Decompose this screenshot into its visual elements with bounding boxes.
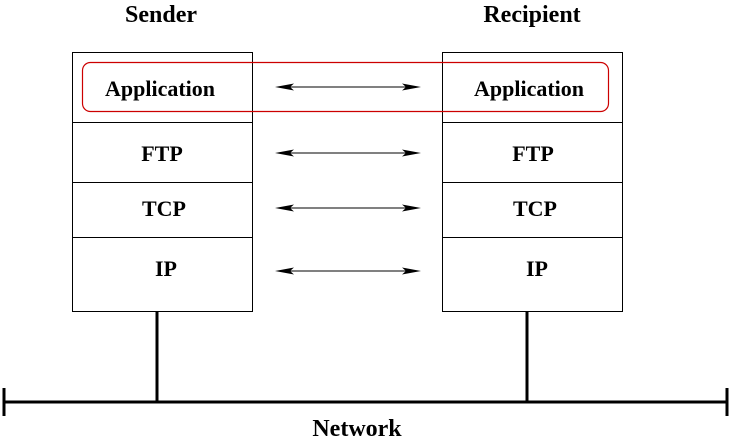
- sender-layer-ftp: FTP: [141, 141, 183, 166]
- recipient-layer-tcp: TCP: [513, 196, 557, 221]
- peer-arrow-application: [275, 83, 421, 91]
- peer-arrow-tcp: [275, 204, 421, 212]
- network-label: Network: [312, 416, 402, 438]
- sender-stack: Application FTP TCP IP: [72, 52, 253, 312]
- sender-layer-ip: IP: [155, 256, 177, 281]
- recipient-layer-ftp: FTP: [512, 141, 554, 166]
- application-layer-highlight: [81, 61, 610, 113]
- sender-layer-tcp: TCP: [142, 196, 186, 221]
- recipient-layer-ip: IP: [526, 256, 548, 281]
- sender-layer-application: Application: [105, 76, 215, 101]
- peer-arrow-ip: [275, 267, 421, 275]
- peer-arrow-ftp: [275, 149, 421, 157]
- network-bus: [2, 388, 729, 416]
- sender-title: Sender: [125, 2, 197, 28]
- recipient-title: Recipient: [483, 2, 580, 28]
- recipient-stack: Application FTP TCP IP: [442, 52, 623, 312]
- recipient-layer-application: Application: [474, 76, 584, 101]
